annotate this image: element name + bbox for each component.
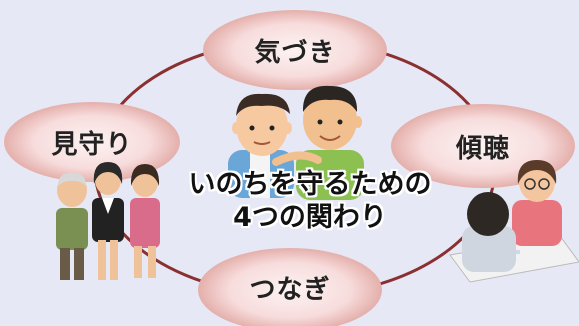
center-title-line1: いのちを守るための	[188, 169, 432, 200]
node-right-label: 傾聴	[455, 133, 510, 164]
bubble-bottom	[198, 248, 382, 326]
two-men-illustration	[228, 85, 364, 200]
node-top: 気づき	[203, 10, 387, 90]
node-left-label: 見守り	[51, 129, 133, 160]
node-left: 見守り	[4, 102, 180, 182]
node-bottom: つなぎ	[198, 248, 382, 326]
bubble-left	[4, 102, 180, 182]
counseling-illustration	[449, 160, 579, 283]
bubble-top	[203, 10, 387, 90]
node-top-label: 気づき	[254, 37, 336, 68]
node-bottom-label: つなぎ	[249, 274, 331, 305]
center-title-line2: 4つの関わり	[233, 202, 387, 233]
family-illustration	[56, 162, 160, 280]
node-right: 傾聴	[391, 104, 575, 188]
center-title: いのちを守るための 4つの関わり	[160, 168, 460, 234]
